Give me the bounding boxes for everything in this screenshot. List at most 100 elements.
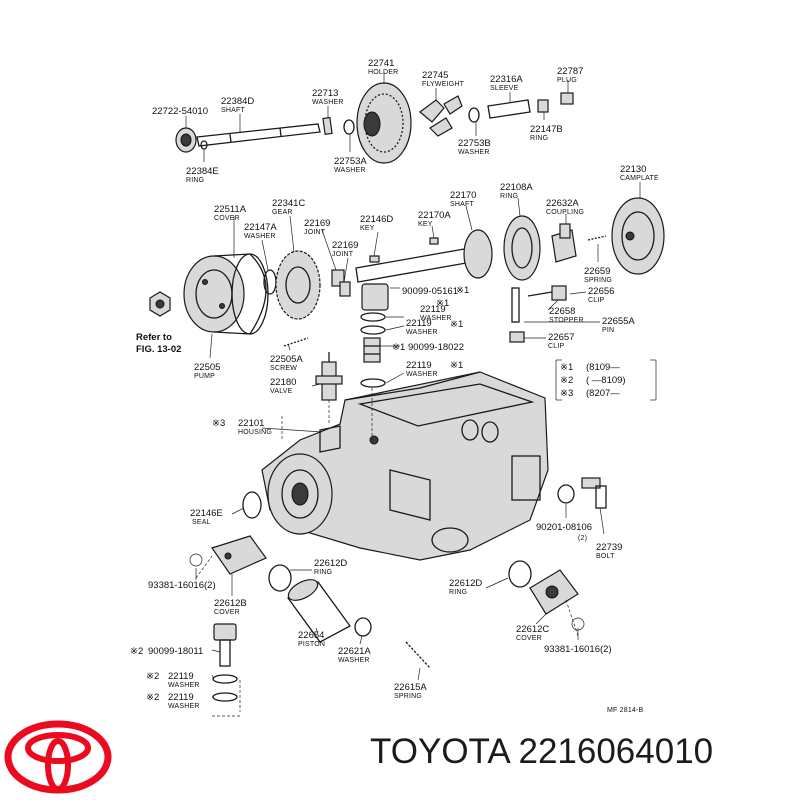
svg-text:PISTON: PISTON xyxy=(298,641,325,648)
svg-text:22621A: 22621A xyxy=(338,646,371,657)
coupling-shape xyxy=(551,223,577,263)
svg-text:22612B: 22612B xyxy=(214,598,247,609)
svg-text:22753B: 22753B xyxy=(458,138,491,149)
svg-text:22169: 22169 xyxy=(332,240,358,251)
svg-text:22739: 22739 xyxy=(596,542,622,553)
svg-text:22505: 22505 xyxy=(194,362,220,373)
shaft-main-shape xyxy=(355,229,493,283)
svg-text:90099-05161: 90099-05161 xyxy=(402,286,458,297)
bolt-90099-18011-shape xyxy=(213,623,237,667)
stopper-shape xyxy=(551,285,567,301)
diagram-code: MF 2814-B xyxy=(607,707,644,714)
svg-text:22147B: 22147B xyxy=(530,124,563,135)
svg-text:WASHER: WASHER xyxy=(420,315,452,322)
svg-text:WASHER: WASHER xyxy=(406,329,438,336)
svg-text:22659: 22659 xyxy=(584,266,610,277)
svg-text:※2: ※2 xyxy=(560,375,573,386)
svg-text:PIN: PIN xyxy=(602,327,614,334)
svg-text:※1: ※1 xyxy=(560,362,573,373)
svg-text:SHAFT: SHAFT xyxy=(450,201,474,208)
bolt-22739-shape xyxy=(581,477,607,509)
bolt-90099-18022-shape xyxy=(363,337,381,363)
holder-shape xyxy=(356,82,412,164)
svg-text:VALVE: VALVE xyxy=(270,388,293,395)
svg-text:WASHER: WASHER xyxy=(338,657,370,664)
svg-text:22316A: 22316A xyxy=(490,74,523,85)
mark: ※1 xyxy=(392,342,405,353)
washer-22119-c-shape xyxy=(360,378,386,388)
svg-text:WASHER: WASHER xyxy=(168,682,200,689)
svg-text:22180: 22180 xyxy=(270,377,296,388)
svg-text:(2): (2) xyxy=(578,535,587,542)
refer-note-line-1: Refer to xyxy=(136,332,172,343)
svg-text:PLUG: PLUG xyxy=(557,77,577,84)
callout: 90099-05161 xyxy=(402,286,458,297)
spring-22615a-shape xyxy=(405,641,431,669)
callout: 90099-18011 xyxy=(148,646,203,657)
svg-text:WASHER: WASHER xyxy=(406,371,438,378)
callout: 22722-54010 xyxy=(152,106,208,117)
svg-text:FLYWEIGHT: FLYWEIGHT xyxy=(422,81,465,88)
svg-text:22384D: 22384D xyxy=(221,96,254,107)
svg-text:WASHER: WASHER xyxy=(458,149,490,156)
svg-text:SCREW: SCREW xyxy=(270,365,297,372)
callout: 93381-16016(2) xyxy=(544,644,612,655)
svg-text:HOLDER: HOLDER xyxy=(368,69,398,76)
svg-text:22147A: 22147A xyxy=(244,222,277,233)
svg-text:22654: 22654 xyxy=(298,630,324,641)
washer-22753b-shape xyxy=(468,107,480,123)
svg-text:CLIP: CLIP xyxy=(548,343,564,350)
mark: ※1 xyxy=(450,360,463,371)
svg-text:STOPPER: STOPPER xyxy=(549,317,584,324)
pin-shape xyxy=(511,287,520,323)
mark: ※1 xyxy=(450,319,463,330)
screw-shape xyxy=(283,337,309,347)
svg-text:BOLT: BOLT xyxy=(596,553,615,560)
svg-text:COVER: COVER xyxy=(516,635,542,642)
svg-text:※3: ※3 xyxy=(560,388,573,399)
valve-shape xyxy=(315,352,343,401)
svg-text:RING: RING xyxy=(449,589,467,596)
washer-22753a-shape xyxy=(343,119,355,135)
svg-text:WASHER: WASHER xyxy=(244,233,276,240)
svg-text:22632A: 22632A xyxy=(546,198,579,209)
svg-text:CLIP: CLIP xyxy=(588,297,604,304)
camplate-shape xyxy=(611,197,665,275)
washer-22119-e-shape xyxy=(212,692,238,702)
toyota-logo-icon xyxy=(4,720,112,794)
svg-text:JOINT: JOINT xyxy=(332,251,354,258)
applicability-legend: ※1 (8109— ※2 ( —8109) ※3 (8207— xyxy=(555,359,657,401)
svg-text:(8109—: (8109— xyxy=(586,362,620,373)
svg-text:RING: RING xyxy=(186,177,204,184)
clip-22657-shape xyxy=(509,331,525,343)
svg-text:RING: RING xyxy=(500,193,518,200)
nut-shape xyxy=(149,291,171,317)
svg-text:KEY: KEY xyxy=(360,225,375,232)
mark: ※2 xyxy=(130,646,143,657)
svg-text:22753A: 22753A xyxy=(334,156,367,167)
svg-text:90201-08106: 90201-08106 xyxy=(536,522,592,533)
